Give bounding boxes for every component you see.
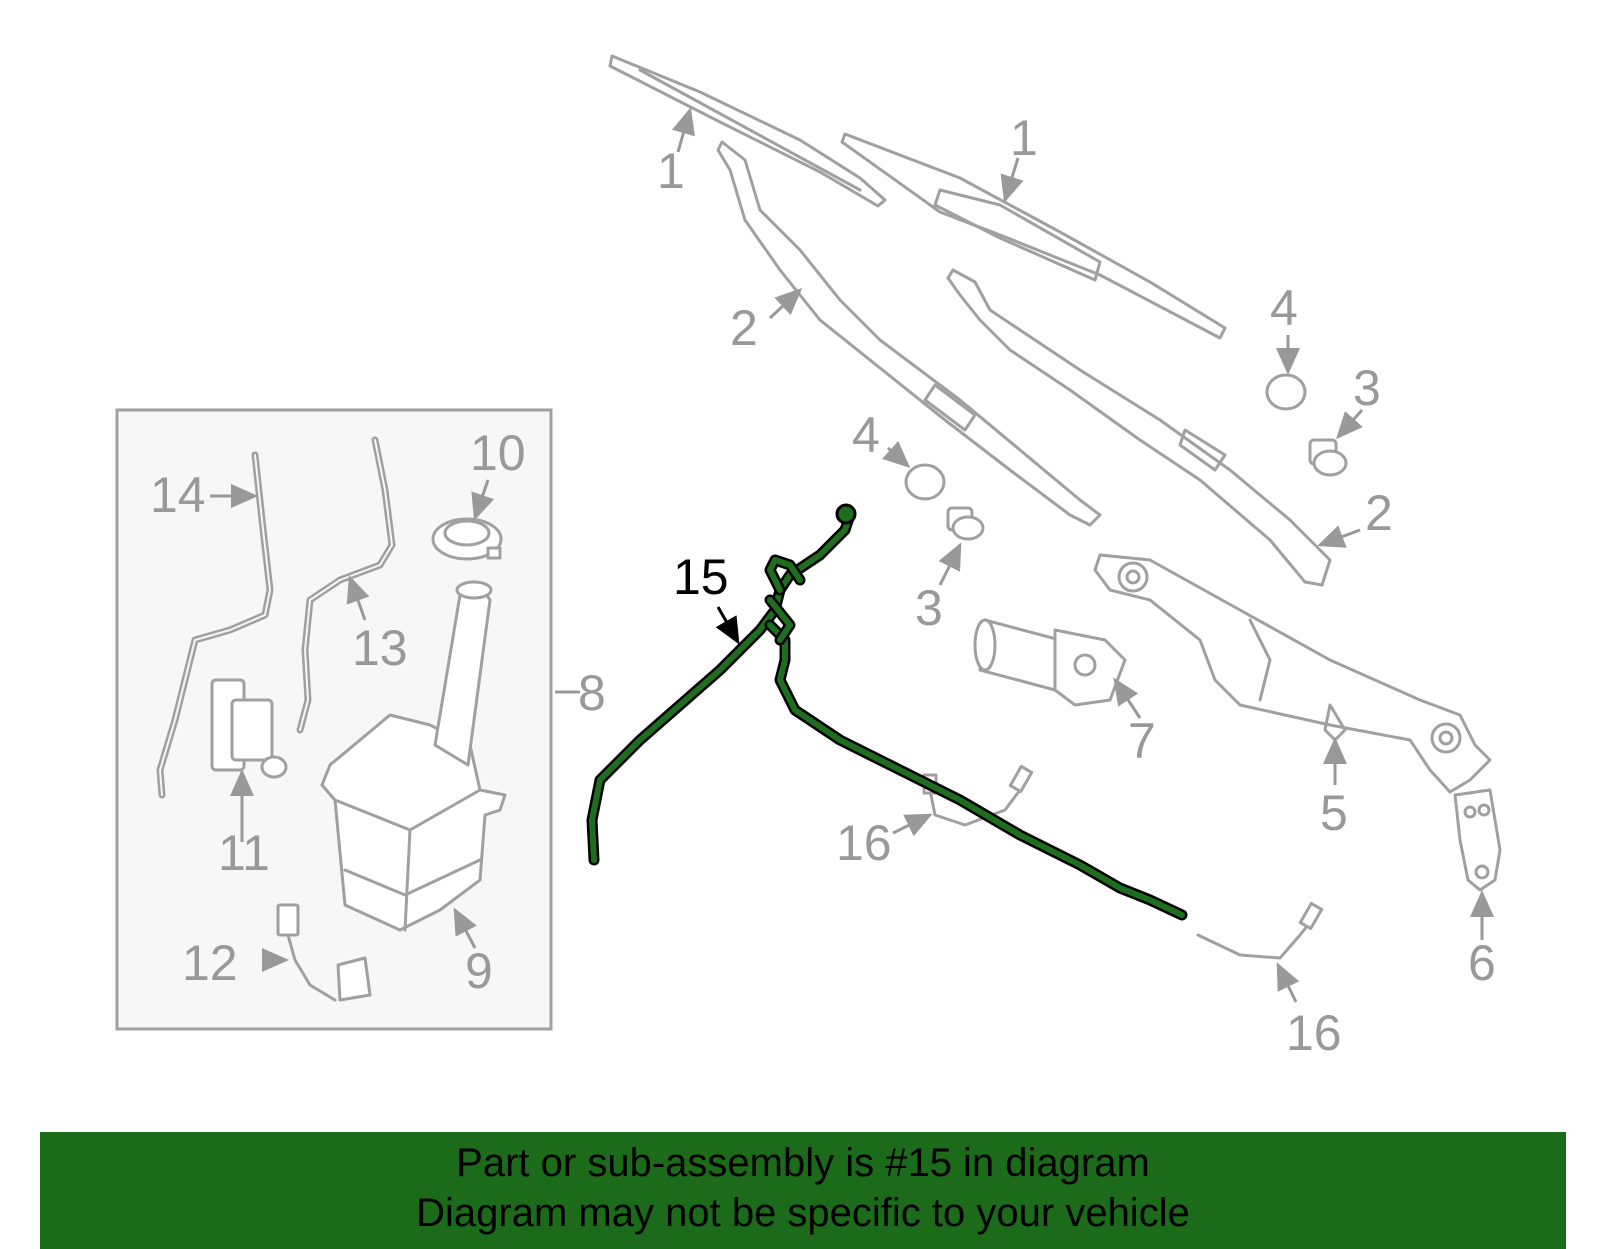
callout-12: 12	[182, 935, 238, 991]
callout-4-left: 4	[852, 407, 880, 463]
callout-13: 13	[352, 620, 408, 676]
level-sensor[interactable]	[276, 903, 372, 1002]
washer-reservoir[interactable]	[320, 580, 507, 932]
nut-left[interactable]	[946, 506, 985, 541]
connector-harness-b[interactable]	[1196, 901, 1324, 960]
callout-2-left: 2	[730, 300, 758, 356]
callout-1-left: 1	[657, 143, 685, 199]
reservoir-cap[interactable]	[431, 517, 503, 561]
washer-hose-15-highlighted[interactable]	[586, 503, 1188, 921]
callout-6: 6	[1468, 935, 1496, 991]
callout-5: 5	[1320, 785, 1348, 841]
part-info-banner: Part or sub-assembly is #15 in diagram D…	[40, 1132, 1566, 1249]
callout-11: 11	[218, 825, 270, 881]
callout-4-right: 4	[1270, 280, 1298, 336]
callout-7: 7	[1128, 713, 1156, 769]
callout-16-right: 16	[1286, 1005, 1342, 1061]
washer-pump[interactable]	[210, 678, 288, 779]
nut-right[interactable]	[1308, 438, 1348, 477]
callout-16-left: 16	[836, 815, 892, 871]
callout-14: 14	[150, 467, 206, 523]
wiper-blade-left[interactable]	[608, 54, 887, 208]
callout-8: 8	[578, 665, 606, 721]
wiper-arm-right[interactable]	[946, 268, 1332, 587]
pivot-cap-right[interactable]	[1265, 373, 1307, 411]
callout-10: 10	[470, 425, 526, 481]
banner-line-1: Part or sub-assembly is #15 in diagram	[456, 1141, 1150, 1185]
motor-bracket[interactable]	[1453, 788, 1502, 892]
wiper-blade-right[interactable]	[840, 132, 1227, 340]
wiper-linkage[interactable]	[1093, 553, 1492, 794]
callout-9: 9	[465, 943, 493, 999]
callout-3-right: 3	[1353, 360, 1381, 416]
callout-2-right: 2	[1365, 485, 1393, 541]
wiper-motor[interactable]	[973, 618, 1127, 707]
callout-15: 15	[673, 549, 729, 605]
callout-1-right: 1	[1010, 110, 1038, 166]
pivot-cap-left[interactable]	[904, 463, 946, 501]
wiper-arm-left[interactable]	[716, 140, 1102, 527]
callout-3-left: 3	[915, 580, 943, 636]
banner-line-2: Diagram may not be specific to your vehi…	[416, 1191, 1190, 1235]
